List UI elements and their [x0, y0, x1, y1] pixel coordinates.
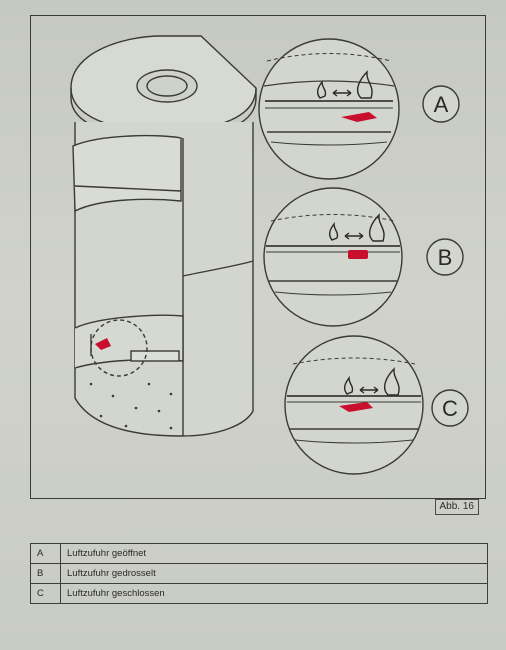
legend-table: A Luftzufuhr geöffnet B Luftzufuhr gedro… [30, 543, 488, 604]
double-arrow-icon [332, 89, 352, 97]
upper-door-edge [74, 185, 182, 192]
table-row: A Luftzufuhr geöffnet [30, 543, 488, 564]
flue-outlet [136, 69, 198, 103]
stove [70, 35, 257, 437]
double-arrow-icon [344, 232, 364, 240]
large-flame-icon [357, 70, 373, 99]
small-flame-icon [316, 79, 327, 99]
legend-key: C [30, 583, 61, 604]
ash-drawer [130, 350, 180, 362]
marker-c-label: C [442, 396, 458, 421]
marker-b-label: B [438, 245, 453, 270]
detail-a [258, 38, 400, 180]
legend-text: Luftzufuhr gedrosselt [60, 563, 488, 584]
double-arrow-icon [359, 386, 379, 394]
small-flame-icon [343, 375, 354, 395]
large-flame-icon [369, 213, 385, 242]
flue-inner-ring [146, 75, 188, 97]
marker-a-circle [422, 85, 460, 123]
small-flame-icon [328, 221, 339, 241]
detail-b [263, 187, 403, 327]
table-row: C Luftzufuhr geschlossen [30, 583, 488, 604]
figure-caption: Abb. 16 [434, 499, 479, 515]
table-row: B Luftzufuhr gedrosselt [30, 563, 488, 584]
stove-illustration: A B [70, 35, 469, 475]
figure-frame: A B [30, 15, 486, 515]
body-rivets [89, 382, 173, 430]
detail-c [284, 335, 424, 475]
marker-b-circle [426, 238, 464, 276]
legend-text: Luftzufuhr geschlossen [60, 583, 488, 604]
icon-row-c [343, 367, 400, 396]
large-flame-icon [384, 367, 400, 396]
marker-a-label: A [434, 92, 449, 117]
legend-key: B [30, 563, 61, 584]
side-panel-divider [182, 260, 254, 277]
legend-text: Luftzufuhr geöffnet [60, 543, 488, 564]
legend-key: A [30, 543, 61, 564]
icon-row-a [316, 70, 373, 99]
detail-circle [90, 319, 148, 377]
stove-air-lever [95, 338, 111, 350]
icon-row-b [328, 213, 385, 242]
upper-door [72, 134, 182, 213]
marker-c-circle [431, 389, 469, 427]
